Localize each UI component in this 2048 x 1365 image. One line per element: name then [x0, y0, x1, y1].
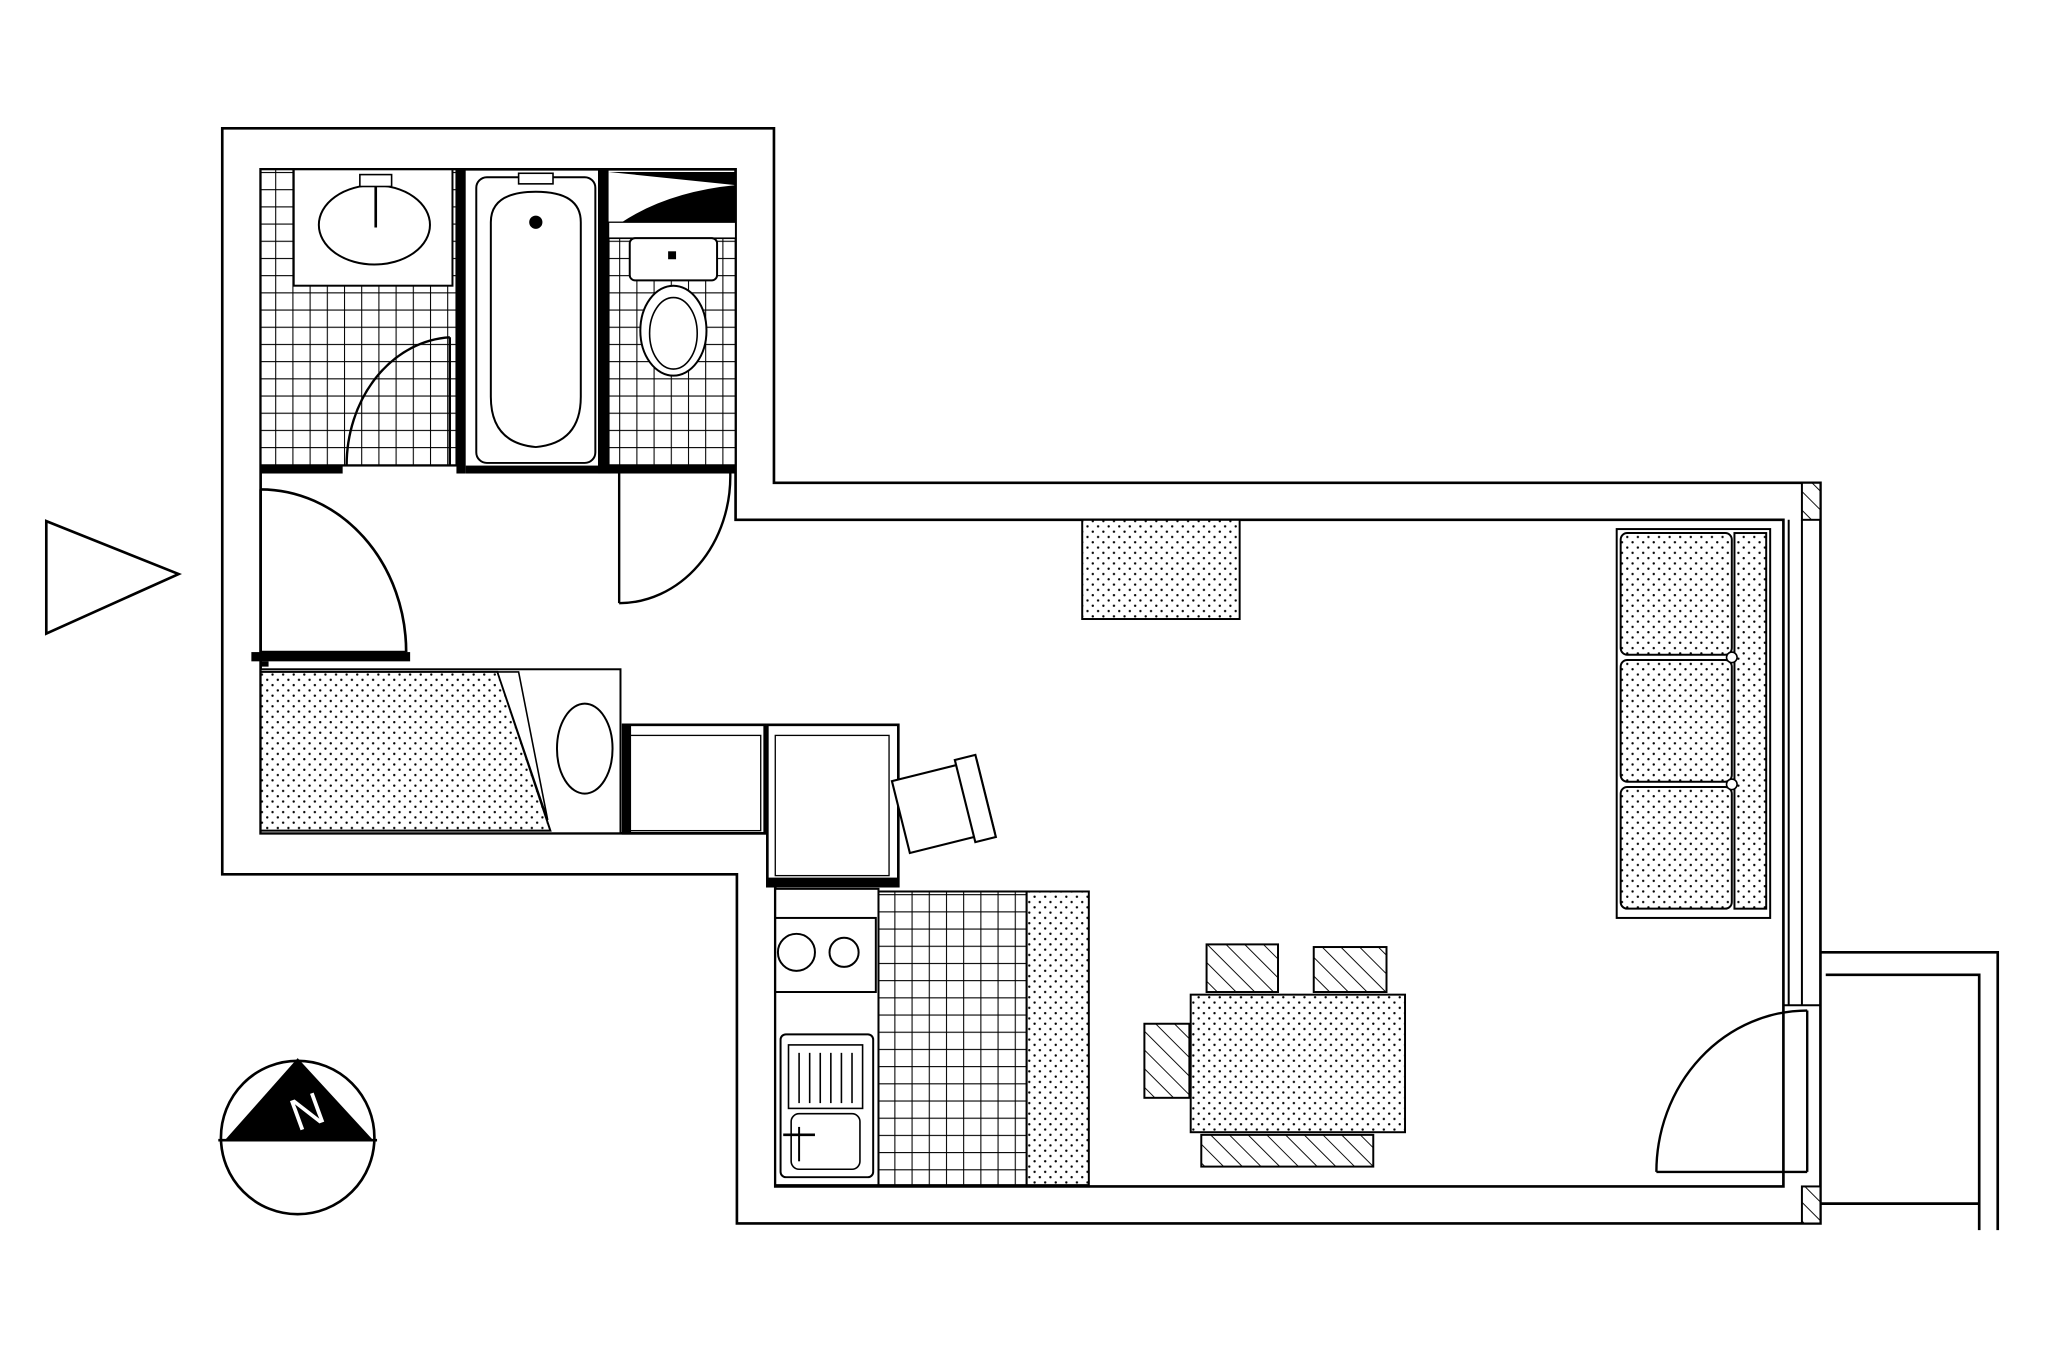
chair-icon — [1143, 1022, 1191, 1099]
window — [1783, 481, 1822, 1225]
cabinets — [621, 723, 900, 888]
partitions — [251, 169, 736, 667]
balcony-door[interactable] — [1655, 1009, 1809, 1174]
entrance-door[interactable] — [259, 488, 408, 654]
kitchen-counter — [1025, 890, 1090, 1187]
chair-icon — [1200, 1133, 1375, 1168]
chair-icon — [1205, 943, 1280, 993]
kitchen-tiles — [877, 890, 1028, 1187]
rug — [1081, 518, 1241, 621]
dining-set — [1143, 943, 1407, 1168]
bathroom — [259, 168, 737, 467]
balcony — [1820, 951, 2000, 1231]
wc-door[interactable] — [617, 473, 732, 605]
dining-table-icon — [1189, 993, 1407, 1134]
wardrobe — [259, 668, 622, 835]
bathroom-door[interactable] — [345, 336, 452, 466]
entrance-arrow-icon — [44, 519, 182, 636]
toilet-tank — [628, 237, 719, 282]
compass-icon: N — [218, 1058, 378, 1216]
chair-icon — [1312, 946, 1388, 993]
armchair-icon — [890, 753, 998, 855]
sofa-icon — [1615, 528, 1772, 919]
kitchen — [774, 887, 1090, 1187]
water-heater-icon — [555, 702, 614, 795]
